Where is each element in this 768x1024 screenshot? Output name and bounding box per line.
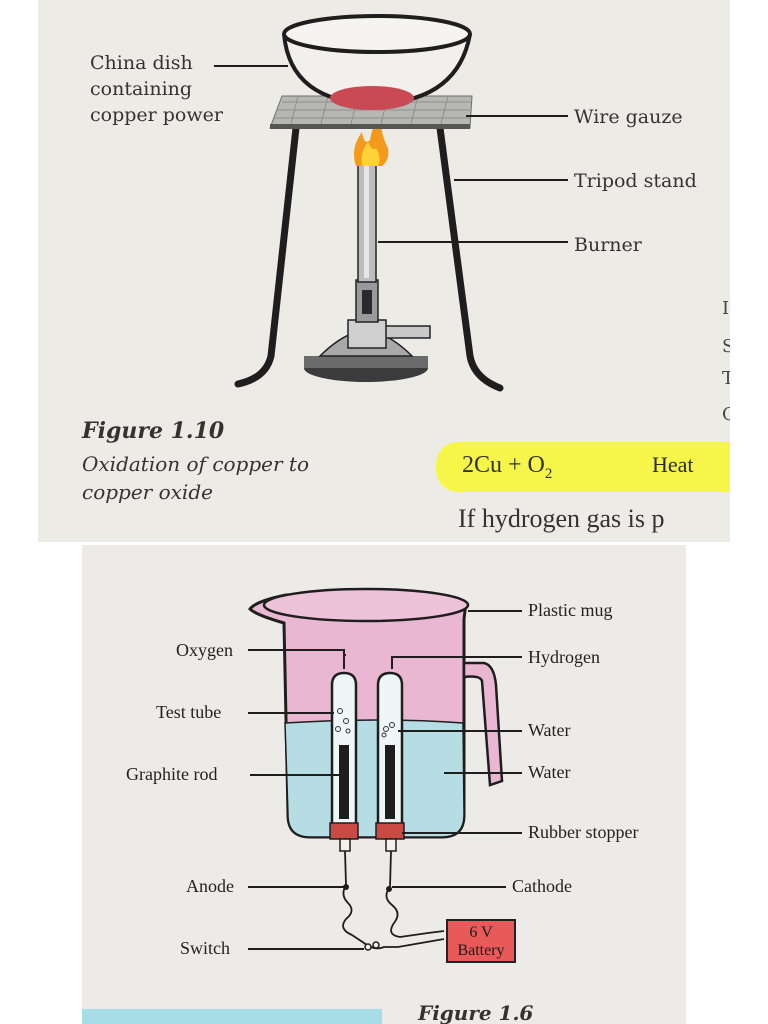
label-tripod-stand: Tripod stand — [574, 170, 697, 192]
label-wire-gauze: Wire gauze — [574, 106, 683, 128]
label-cathode: Cathode — [512, 876, 572, 896]
battery: 6 V Battery — [446, 919, 516, 963]
plastic-mug-rim — [262, 587, 470, 623]
edge-glyph-2: S — [722, 336, 730, 357]
switch-contact-1 — [364, 943, 372, 951]
water — [284, 719, 465, 838]
label-china-dish-line1: China dish — [90, 52, 193, 74]
battery-voltage: 6 V — [469, 924, 493, 941]
edge-glyph-3: T — [722, 368, 730, 389]
rubber-stopper-left — [329, 822, 359, 840]
caption-text-line2: copper oxide — [82, 480, 213, 504]
cathode-terminal-dot — [386, 886, 392, 892]
label-anode: Anode — [186, 876, 234, 896]
caption-number-bottom: Figure 1.6 — [418, 1001, 534, 1024]
label-china-dish-line3: copper power — [90, 104, 223, 126]
label-plastic-mug: Plastic mug — [528, 600, 613, 620]
label-switch: Switch — [180, 938, 231, 958]
flame-core — [361, 142, 380, 166]
leader-hydrogen — [391, 656, 522, 669]
label-water-2: Water — [528, 762, 571, 782]
terminal-right — [385, 838, 397, 852]
page-strip — [82, 1009, 382, 1024]
edge-glyph-4: C — [722, 404, 730, 425]
label-china-dish: China dish containing copper power — [90, 50, 223, 128]
tripod-leg-left — [234, 124, 300, 388]
plastic-mug-handle — [462, 661, 504, 787]
tripod-leg-right — [436, 124, 504, 392]
figure-electrolysis-of-water: Plastic mug Hydrogen Oxygen Test tube Wa… — [82, 545, 686, 1024]
china-dish-rim — [282, 14, 472, 54]
label-hydrogen: Hydrogen — [528, 647, 600, 667]
figure-oxidation-of-copper: China dish containing copper power Wire … — [38, 0, 730, 542]
wire-cathode — [385, 850, 445, 938]
edge-glyph-1: I — [722, 298, 730, 319]
battery-label: Battery — [457, 942, 505, 959]
equation-subscript: 2 — [544, 465, 553, 482]
caption-text-line1: Oxidation of copper to — [82, 452, 309, 476]
caption-number-top: Figure 1.10 — [82, 418, 225, 444]
label-graphite-rod: Graphite rod — [126, 764, 218, 784]
oxidation-apparatus-drawing — [214, 14, 730, 483]
burner-base-rim — [304, 356, 428, 368]
burner-gas-inlet — [379, 325, 431, 339]
burner-tube-highlight — [364, 166, 369, 278]
copper-powder — [330, 86, 414, 110]
label-china-dish-line2: containing — [90, 78, 193, 100]
wire-anode — [342, 850, 445, 950]
burner-collar — [347, 319, 387, 349]
terminal-left — [339, 838, 351, 852]
graphite-rod-right — [385, 745, 395, 819]
electrolysis-apparatus-drawing — [82, 587, 522, 1024]
equation-lhs-text: 2Cu + O — [462, 452, 545, 478]
equation-highlight — [436, 442, 730, 492]
burner-air-hole — [362, 290, 372, 314]
label-water-1: Water — [528, 720, 571, 740]
label-oxygen: Oxygen — [176, 640, 233, 660]
label-test-tube: Test tube — [156, 702, 222, 722]
following-text: If hydrogen gas is p — [458, 504, 665, 533]
switch-contact-2 — [372, 941, 380, 949]
graphite-rod-left — [339, 745, 349, 819]
equation-lhs: 2Cu + O2 — [462, 452, 552, 483]
tripod-top — [270, 124, 470, 129]
label-burner: Burner — [574, 234, 642, 256]
gas-bubbles — [335, 708, 395, 738]
anode-terminal-dot — [343, 884, 349, 890]
label-rubber-stopper: Rubber stopper — [528, 822, 639, 842]
equation-heat: Heat — [652, 452, 694, 477]
leader-oxygen — [248, 649, 345, 669]
rubber-stopper-right — [375, 822, 405, 840]
